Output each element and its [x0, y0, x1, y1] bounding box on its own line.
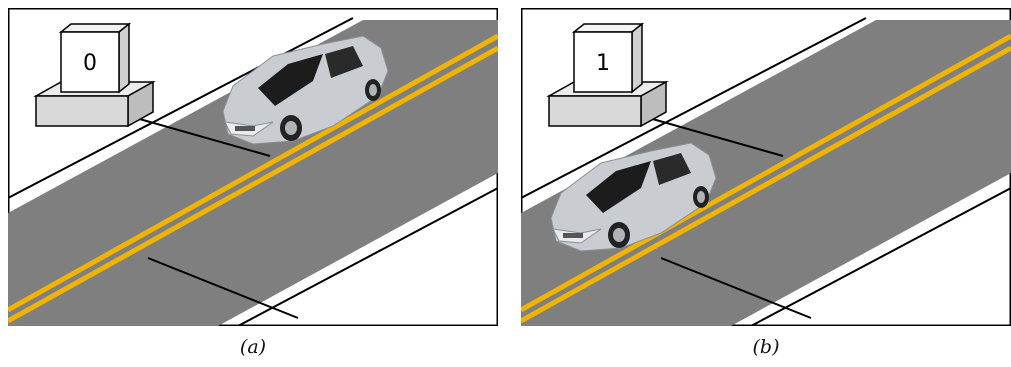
counter-value: 1	[596, 51, 610, 76]
panel-a: 0	[8, 8, 498, 326]
caption-a: (a)	[8, 336, 498, 358]
scene-b: 1	[521, 8, 1011, 326]
panel-b: 1	[521, 8, 1011, 326]
scene-a: 0	[8, 8, 498, 326]
counter-value: 0	[83, 51, 97, 76]
caption-b: (b)	[521, 336, 1011, 358]
